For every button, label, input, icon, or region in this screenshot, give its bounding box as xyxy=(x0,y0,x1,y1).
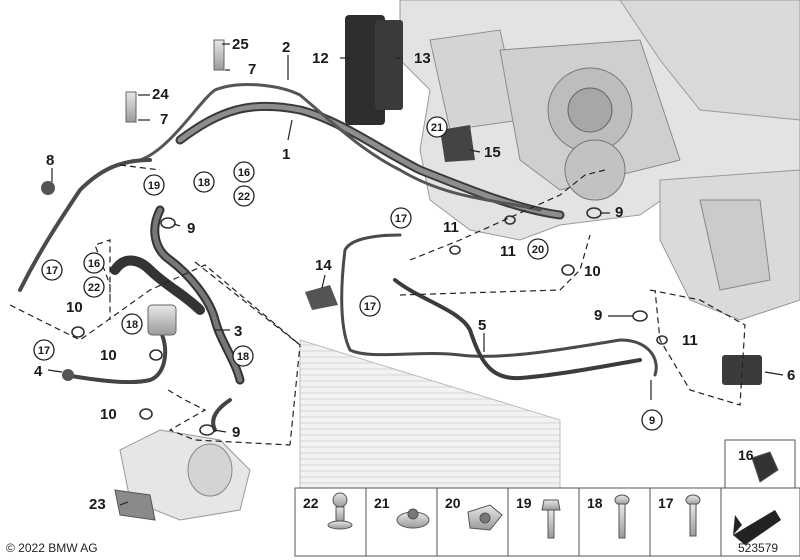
callout-24: 24 xyxy=(152,86,169,103)
part-15-bracket xyxy=(440,125,475,162)
part-4-fitting xyxy=(62,369,74,381)
callout-4: 4 xyxy=(34,363,43,380)
callout-5: 5 xyxy=(478,317,486,334)
callout-13: 13 xyxy=(414,50,431,67)
compressor xyxy=(114,429,251,521)
callout-10: 10 xyxy=(100,406,117,423)
callout-9: 9 xyxy=(232,424,240,441)
part-14-bracket xyxy=(305,285,338,310)
copyright-text: © 2022 BMW AG xyxy=(6,541,98,555)
callout-18: 18 xyxy=(126,319,138,331)
callout-labels: 25 7 2 24 7 1 8 12 13 15 9 9 11 11 10 14… xyxy=(34,36,795,513)
part-24-cap xyxy=(125,91,137,123)
part-13-bracket xyxy=(375,20,403,110)
legend-panel xyxy=(294,439,800,557)
callout-9: 9 xyxy=(649,415,655,427)
callout-17: 17 xyxy=(395,213,407,225)
legend-17: 17 xyxy=(658,495,674,511)
hvac-unit xyxy=(399,0,800,321)
part-6-switch xyxy=(722,355,762,385)
callout-3: 3 xyxy=(234,323,242,340)
callout-7: 7 xyxy=(248,61,256,78)
callout-7: 7 xyxy=(160,111,168,128)
callout-14: 14 xyxy=(315,257,332,274)
callout-16: 16 xyxy=(238,167,250,179)
callout-10: 10 xyxy=(66,299,83,316)
legend-20: 20 xyxy=(445,495,461,511)
leader-lines xyxy=(47,43,784,506)
callout-10: 10 xyxy=(584,263,601,280)
callout-9: 9 xyxy=(187,220,195,237)
callout-2: 2 xyxy=(282,39,290,56)
callout-21: 21 xyxy=(431,122,443,134)
callout-19: 19 xyxy=(148,180,160,192)
callout-22: 22 xyxy=(88,282,100,294)
callout-16: 16 xyxy=(88,258,100,270)
callout-17: 17 xyxy=(46,265,58,277)
part-18-receiver xyxy=(147,304,177,336)
callout-10: 10 xyxy=(100,347,117,364)
orings xyxy=(71,207,668,436)
callout-23: 23 xyxy=(89,496,106,513)
circled-callout-labels: 19 18 16 22 21 17 20 16 22 17 17 18 17 1… xyxy=(38,122,655,427)
callout-12: 12 xyxy=(312,50,329,67)
part-8-sensor xyxy=(41,181,55,195)
callout-1: 1 xyxy=(282,146,290,163)
direction-arrow-icon xyxy=(733,510,781,545)
callout-22: 22 xyxy=(238,191,250,203)
condenser xyxy=(299,339,561,501)
legend-18: 18 xyxy=(587,495,603,511)
callout-11: 11 xyxy=(443,219,459,236)
drawing-number: 523579 xyxy=(738,541,778,555)
callout-6: 6 xyxy=(787,367,795,384)
legend-labels: 16 22 21 20 19 18 17 xyxy=(303,447,754,511)
dashed-guides xyxy=(9,164,746,446)
part-25-cap xyxy=(213,39,225,71)
callout-25: 25 xyxy=(232,36,249,53)
callout-9: 9 xyxy=(594,307,602,324)
legend-22: 22 xyxy=(303,495,319,511)
callout-18: 18 xyxy=(198,177,210,189)
callout-17: 17 xyxy=(364,301,376,313)
callout-9: 9 xyxy=(615,204,623,221)
legend-21: 21 xyxy=(374,495,390,511)
legend-19: 19 xyxy=(516,495,532,511)
callout-18: 18 xyxy=(237,351,249,363)
callout-11: 11 xyxy=(500,243,516,260)
callout-20: 20 xyxy=(532,244,544,256)
callout-17: 17 xyxy=(38,345,50,357)
callout-15: 15 xyxy=(484,144,501,161)
legend-16: 16 xyxy=(738,447,754,463)
small-parts xyxy=(41,15,762,436)
callout-8: 8 xyxy=(46,152,54,169)
circled-callouts xyxy=(33,116,663,431)
refrigerant-lines xyxy=(18,83,658,432)
callout-11: 11 xyxy=(682,332,698,349)
